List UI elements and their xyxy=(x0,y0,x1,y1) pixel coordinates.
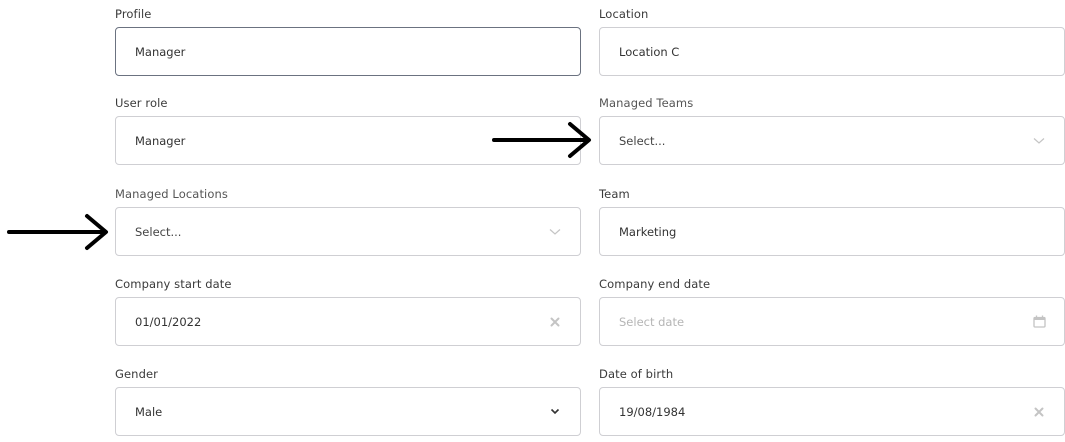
chevron-down-icon[interactable] xyxy=(548,225,562,239)
gender-label: Gender xyxy=(115,367,158,381)
company-start-date-field: Company start date 01/01/2022 xyxy=(115,277,581,346)
date-of-birth-value: 19/08/1984 xyxy=(619,404,686,419)
arrow-right-icon xyxy=(492,122,591,158)
managed-teams-placeholder: Select... xyxy=(619,133,666,148)
company-end-date-field: Company end date Select date xyxy=(599,277,1065,346)
team-field: Team Marketing xyxy=(599,187,1065,256)
team-input[interactable]: Marketing xyxy=(599,207,1065,256)
managed-locations-label: Managed Locations xyxy=(115,187,228,201)
company-start-date-value: 01/01/2022 xyxy=(135,314,202,329)
location-input[interactable]: Location C xyxy=(599,27,1065,76)
location-label: Location xyxy=(599,7,649,21)
company-end-date-placeholder: Select date xyxy=(619,314,685,329)
profile-field: Profile Manager xyxy=(115,7,581,76)
profile-value: Manager xyxy=(135,44,186,59)
managed-teams-label: Managed Teams xyxy=(599,96,694,110)
location-field: Location Location C xyxy=(599,7,1065,76)
team-label: Team xyxy=(599,187,630,201)
date-of-birth-field: Date of birth 19/08/1984 xyxy=(599,367,1065,436)
company-end-date-input[interactable]: Select date xyxy=(599,297,1065,346)
managed-teams-field: Managed Teams Select... xyxy=(599,96,1065,165)
gender-value: Male xyxy=(135,404,163,419)
company-end-date-label: Company end date xyxy=(599,277,711,291)
gender-field: Gender Male xyxy=(115,367,581,436)
clear-x-icon[interactable] xyxy=(548,315,562,329)
team-value: Marketing xyxy=(619,224,677,239)
user-role-value: Manager xyxy=(135,133,186,148)
arrow-right-icon xyxy=(7,214,108,250)
user-role-label: User role xyxy=(115,96,168,110)
date-of-birth-input[interactable]: 19/08/1984 xyxy=(599,387,1065,436)
company-start-date-label: Company start date xyxy=(115,277,232,291)
profile-label: Profile xyxy=(115,7,152,21)
managed-locations-field: Managed Locations Select... xyxy=(115,187,581,256)
managed-teams-select[interactable]: Select... xyxy=(599,116,1065,165)
managed-locations-select[interactable]: Select... xyxy=(115,207,581,256)
company-start-date-input[interactable]: 01/01/2022 xyxy=(115,297,581,346)
gender-select[interactable]: Male xyxy=(115,387,581,436)
chevron-down-icon[interactable] xyxy=(1032,134,1046,148)
managed-locations-placeholder: Select... xyxy=(135,224,182,239)
location-value: Location C xyxy=(619,44,680,59)
clear-x-icon[interactable] xyxy=(1032,405,1046,419)
calendar-icon[interactable] xyxy=(1032,315,1046,329)
profile-input[interactable]: Manager xyxy=(115,27,581,76)
chevron-down-icon[interactable] xyxy=(548,405,562,419)
date-of-birth-label: Date of birth xyxy=(599,367,674,381)
